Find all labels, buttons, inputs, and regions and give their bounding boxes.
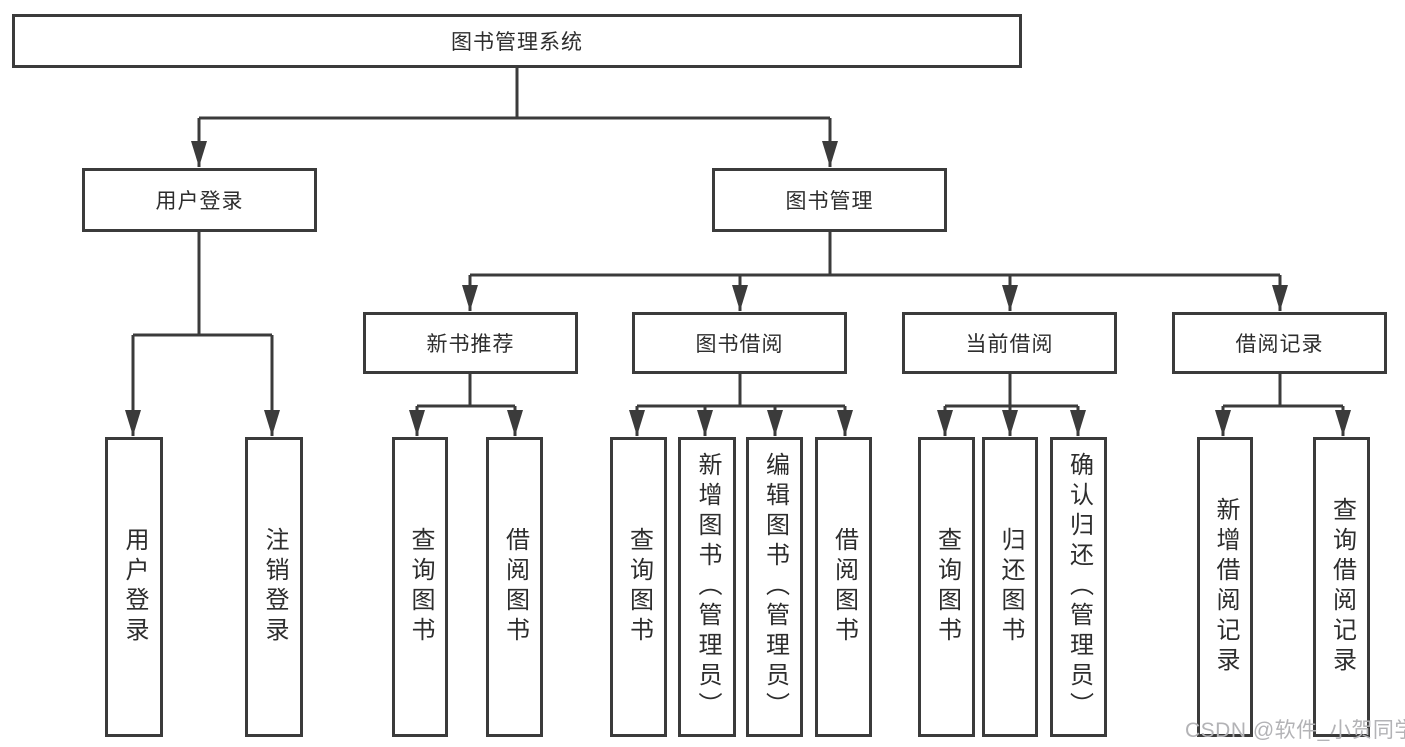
- leaf-add-books-admin: 新增图书（管理员）: [678, 437, 736, 737]
- node-book-management-branch: 图书管理: [712, 168, 947, 232]
- leaf-edit-books-admin: 编辑图书（管理员）: [746, 437, 803, 737]
- node-book-borrow: 图书借阅: [632, 312, 847, 374]
- node-new-book-recommend: 新书推荐: [363, 312, 578, 374]
- node-library-management-system: 图书管理系统: [12, 14, 1022, 68]
- leaf-query-books-2: 查询图书: [610, 437, 667, 737]
- node-user-login-branch: 用户登录: [82, 168, 317, 232]
- leaf-query-books-1: 查询图书: [392, 437, 448, 737]
- leaf-borrow-books-2: 借阅图书: [815, 437, 872, 737]
- node-current-borrow: 当前借阅: [902, 312, 1117, 374]
- leaf-confirm-return-admin: 确认归还（管理员）: [1050, 437, 1107, 737]
- leaf-add-borrow-record: 新增借阅记录: [1197, 437, 1253, 737]
- leaf-logout: 注销登录: [245, 437, 303, 737]
- leaf-borrow-books-1: 借阅图书: [486, 437, 543, 737]
- leaf-query-books-3: 查询图书: [918, 437, 975, 737]
- leaf-return-books: 归还图书: [982, 437, 1038, 737]
- node-borrow-records: 借阅记录: [1172, 312, 1387, 374]
- leaf-query-borrow-record: 查询借阅记录: [1313, 437, 1370, 737]
- leaf-user-login: 用户登录: [105, 437, 163, 737]
- csdn-watermark: CSDN @软件_小贺同学: [1185, 719, 1405, 742]
